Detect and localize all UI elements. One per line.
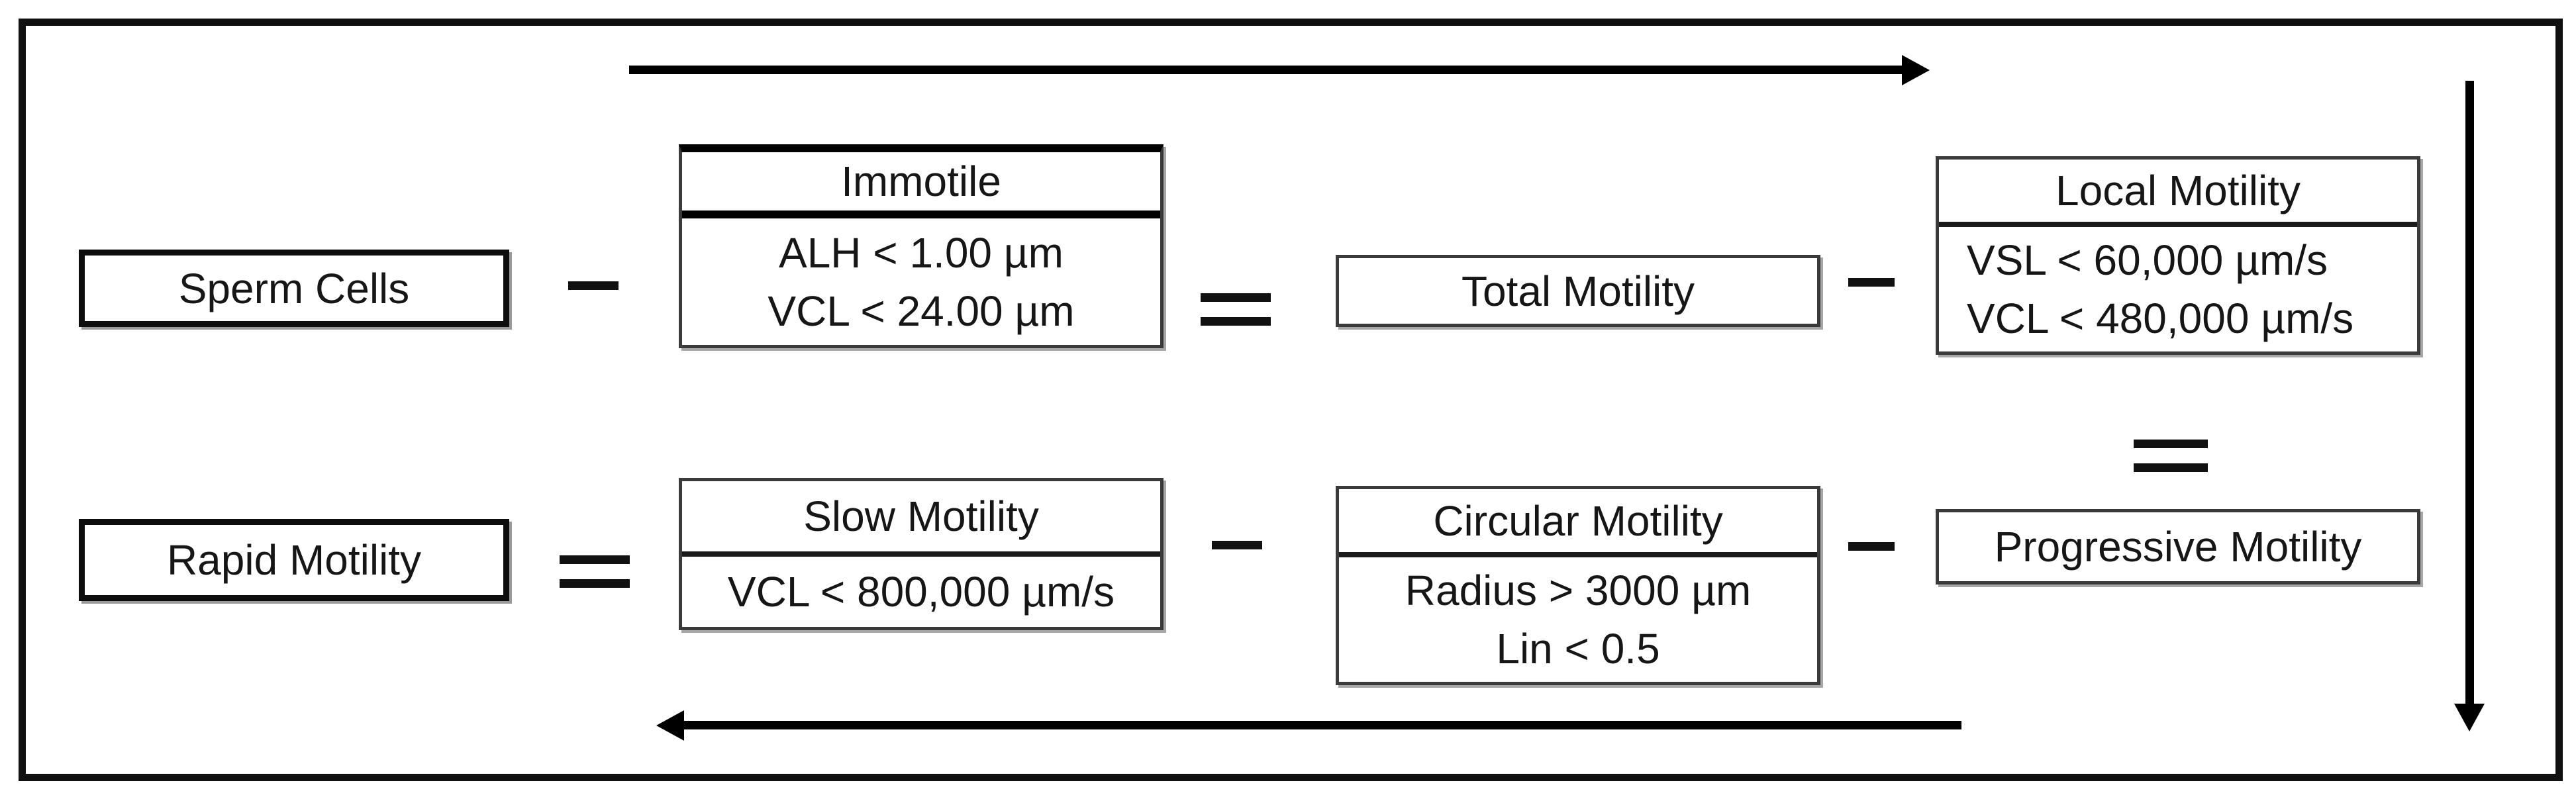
local-motility-criterion-vsl: VSL < 60,000 µm/s (1967, 236, 2328, 284)
diagram-outer-border (19, 19, 2563, 781)
connector-circular-progressive-dash (1848, 542, 1895, 551)
node-sperm-cells: Sperm Cells (79, 250, 509, 327)
node-local-motility: Local Motility VSL < 60,000 µm/s VCL < 4… (1936, 156, 2420, 355)
bottom-flow-arrow-head-left-icon (656, 710, 684, 741)
immotile-criteria: ALH < 1.00 µm VCL < 24.00 µm (682, 218, 1160, 345)
right-flow-arrow-line (2465, 81, 2474, 706)
immotile-criterion-vcl: VCL < 24.00 µm (768, 287, 1075, 335)
bottom-flow-arrow-line (683, 721, 1961, 729)
node-circular-motility: Circular Motility Radius > 3000 µm Lin <… (1336, 486, 1820, 685)
equals-bar (1201, 317, 1271, 326)
connector-rapid-slow-equals (560, 555, 630, 588)
circular-motility-criterion-lin: Lin < 0.5 (1496, 625, 1660, 673)
immotile-title: Immotile (682, 152, 1160, 218)
connector-total-local-dash (1848, 278, 1895, 287)
circular-motility-title: Circular Motility (1339, 489, 1817, 557)
circular-motility-criterion-radius: Radius > 3000 µm (1405, 567, 1752, 614)
node-rapid-motility: Rapid Motility (79, 519, 509, 601)
slow-motility-title: Slow Motility (682, 481, 1160, 557)
progressive-motility-label: Progressive Motility (1994, 523, 2362, 571)
equals-bar (560, 579, 630, 588)
right-flow-arrow-head-down-icon (2454, 704, 2485, 731)
sperm-cells-label: Sperm Cells (178, 264, 410, 312)
connector-immotile-total-equals (1201, 293, 1271, 326)
total-motility-label: Total Motility (1461, 267, 1695, 315)
node-progressive-motility: Progressive Motility (1936, 509, 2420, 584)
equals-bar (2134, 440, 2208, 448)
node-immotile: Immotile ALH < 1.00 µm VCL < 24.00 µm (679, 144, 1164, 348)
connector-sperm-immotile-dash (568, 281, 619, 290)
node-slow-motility: Slow Motility VCL < 800,000 µm/s (679, 478, 1164, 630)
connector-local-progressive-equals (2134, 440, 2208, 472)
equals-bar (1201, 293, 1271, 302)
equals-bar (560, 555, 630, 564)
node-total-motility: Total Motility (1336, 255, 1820, 327)
local-motility-criterion-vcl: VCL < 480,000 µm/s (1967, 295, 2354, 342)
immotile-criterion-alh: ALH < 1.00 µm (779, 228, 1064, 277)
local-motility-title: Local Motility (1939, 160, 2417, 227)
slow-motility-criteria: VCL < 800,000 µm/s (682, 557, 1160, 627)
slow-motility-criterion-vcl: VCL < 800,000 µm/s (727, 568, 1115, 616)
circular-motility-criteria: Radius > 3000 µm Lin < 0.5 (1339, 557, 1817, 682)
top-flow-arrow-head-right-icon (1902, 55, 1930, 85)
connector-slow-circular-dash (1212, 541, 1262, 549)
local-motility-criteria: VSL < 60,000 µm/s VCL < 480,000 µm/s (1939, 227, 2417, 351)
rapid-motility-label: Rapid Motility (166, 536, 422, 584)
equals-bar (2134, 463, 2208, 472)
top-flow-arrow-line (629, 66, 1904, 74)
